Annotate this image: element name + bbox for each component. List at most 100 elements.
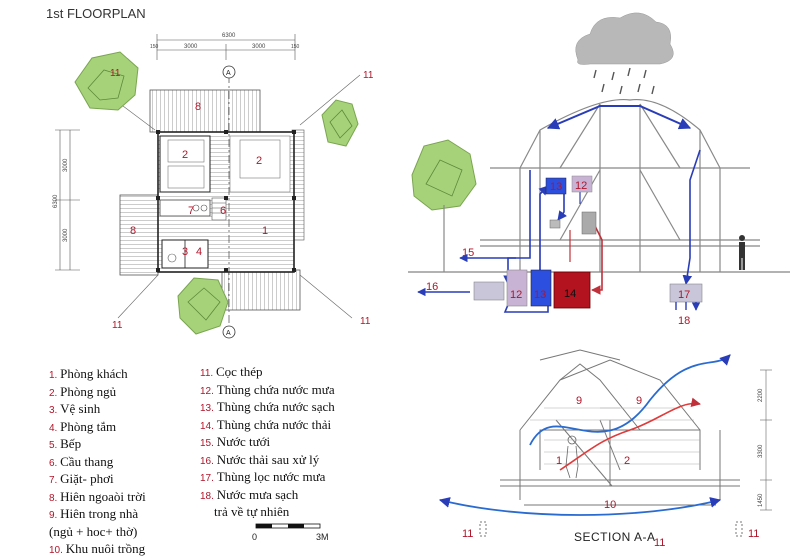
dim-small-left: 150 (150, 44, 159, 50)
legend-item: trả về tự nhiên (200, 504, 335, 522)
legend-text: Thùng chứa nước mưa (216, 381, 335, 397)
tank-13-upper (545, 177, 567, 195)
label-15: 15 (462, 247, 474, 259)
legend-number: 16. (200, 455, 217, 467)
label-11-bottom-left: 11 (112, 320, 123, 331)
label-11a-section: 11 (462, 528, 473, 540)
legend-item: 14. Thùng chứa nước thải (200, 417, 335, 435)
room-label-5: 7 (188, 205, 194, 217)
dim-2200: 2200 (758, 388, 764, 402)
room-label-8: 8 (195, 101, 201, 113)
legend-text: Bếp (60, 436, 82, 451)
legend-number: 3. (49, 405, 61, 416)
room-label-3: 3 (182, 246, 188, 258)
dim-h2: 3000 (63, 228, 69, 242)
legend-number: 7. (49, 475, 61, 486)
legend-text: trả về tự nhiên (214, 504, 290, 519)
room-label-1: 1 (262, 225, 268, 237)
person-outline (565, 435, 579, 479)
label-10-section: 10 (604, 499, 616, 511)
rain-drops (593, 67, 655, 95)
legend-text: Nước thải sau xử lý (216, 451, 320, 467)
legend-text: Thùng chứa nước thải (216, 416, 332, 432)
legend-item: 2. Phòng ngủ (49, 384, 146, 402)
label-2-section: 2 (624, 455, 630, 467)
label-17: 17 (678, 289, 690, 301)
room-7-deck (119, 194, 159, 276)
tree-section (411, 139, 477, 272)
section-aa: 1 2 9 9 10 11 11 11 2200 3300 1450 (438, 349, 772, 549)
legend-item: 5. Bếp (49, 436, 146, 454)
legend-number: 5. (49, 440, 61, 451)
label-13-lower: 13 (534, 289, 546, 301)
water-section: 13 12 12 13 14 15 16 17 18 (408, 12, 790, 327)
room-label-2b: 2 (256, 155, 262, 167)
legend-text: Hiên trong nhà (60, 506, 139, 521)
label-9a-section: 9 (576, 395, 582, 407)
tank-13-lower (530, 269, 552, 307)
dim-h1: 3000 (63, 158, 69, 172)
legend-item: 15. Nước tưới (200, 434, 335, 452)
tree-bottom (177, 277, 229, 335)
legend-item: (ngủ + hoc+ thờ) (49, 524, 146, 542)
legend-item: 9. Hiên trong nhà (49, 506, 146, 524)
legend-text: Phòng khách (60, 366, 128, 381)
dim-3300: 3300 (758, 444, 764, 458)
legend-number: 10. (49, 545, 66, 556)
room-label-7: 8 (130, 225, 136, 237)
scale-bar: 0 3M (252, 523, 329, 542)
room-8-deck (149, 89, 261, 133)
tank-14 (553, 271, 591, 309)
legend-text: Hiên ngoaòi trời (60, 488, 146, 504)
tree-right (321, 99, 359, 147)
label-12-lower: 12 (510, 289, 522, 301)
floorplan-title: 1st FLOORPLAN (46, 6, 146, 21)
section-marker-top: A (226, 70, 231, 77)
scale-start: 0 (252, 532, 257, 542)
label-11-bottom-right: 11 (360, 316, 371, 327)
legend-item: 4. Phòng tắm (49, 419, 146, 437)
legend-item: 1. Phòng khách (49, 366, 146, 384)
label-16: 16 (426, 281, 438, 293)
legend-number: 2. (49, 387, 61, 399)
legend-number: 9. (49, 510, 61, 521)
legend-item: 3. Vệ sinh (49, 401, 146, 419)
label-13-upper: 13 (550, 181, 562, 193)
label-14: 14 (564, 288, 576, 300)
room-label-4: 4 (196, 246, 202, 258)
legend-item: 13. Thùng chứa nước sạch (200, 399, 335, 417)
legend-text: Nước tưới (216, 434, 271, 449)
legend-item: 11. Cọc thép (200, 364, 335, 382)
floorplan: 6300 3000 3000 150 150 6300 3000 3000 (53, 33, 374, 339)
label-11b-section: 11 (748, 528, 759, 540)
legend-number: 6. (49, 457, 61, 469)
legend-number: 15. (200, 438, 217, 449)
legend-number: 4. (49, 422, 61, 434)
legend-number: 13. (200, 403, 217, 414)
legend-text: Giặt- phơi (60, 471, 114, 486)
legend-number: 11. (200, 368, 216, 379)
legend-text: Thùng lọc nước mưa (216, 469, 326, 484)
legend-text: Phòng tắm (60, 418, 117, 434)
dim-small-right: 150 (291, 44, 300, 50)
person-figure (739, 235, 745, 270)
label-12-upper: 12 (575, 180, 587, 192)
section-aa-title: SECTION A-A (574, 530, 656, 544)
tank-12-lower (506, 269, 528, 307)
legend-item: 12. Thùng chứa nước mưa (200, 382, 335, 400)
label-11-top-right: 11 (363, 70, 374, 81)
dim-w1: 3000 (184, 44, 198, 50)
legend-text: Vệ sinh (60, 401, 101, 416)
label-9b-section: 9 (636, 395, 642, 407)
legend-text: (ngủ + hoc+ thờ) (49, 523, 138, 539)
cloud-icon (575, 12, 674, 65)
legend-text: Cọc thép (215, 364, 263, 379)
dim-h-total: 6300 (53, 194, 59, 208)
label-18: 18 (678, 315, 690, 327)
legend-item: 8. Hiên ngoaòi trời (49, 489, 146, 507)
section-marker-bottom: A (226, 330, 231, 337)
legend-number: 18. (200, 490, 217, 502)
bottom-deck (221, 269, 301, 311)
